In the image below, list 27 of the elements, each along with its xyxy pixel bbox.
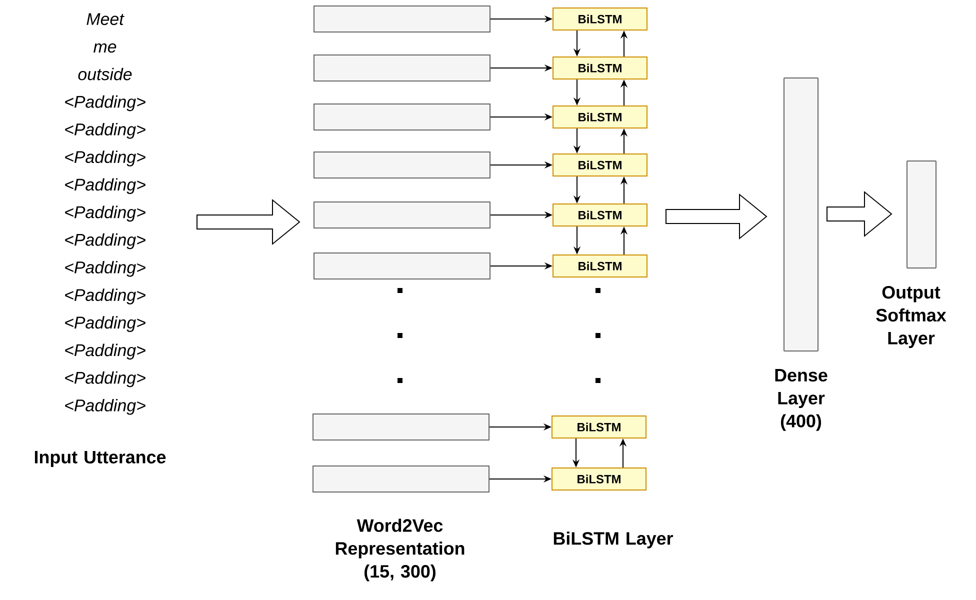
layer-bar — [906, 160, 936, 268]
embedding-box — [314, 6, 490, 32]
embedding-box — [314, 54, 490, 82]
word-list: Meet me outside <Padding> <Padding> <Padding> <Padding> <Padding> <Padding> <Padding> <Padding> <Padding> <Padding> <Padding> <Padding> — [65, 13, 146, 415]
layer-caption: Dense Layer (400) — [775, 369, 828, 431]
embedding-box — [314, 152, 490, 178]
hollow-arrow — [196, 198, 300, 246]
layer-caption: Input Utterance — [34, 450, 166, 468]
bilstm-box: BiLSTM — [552, 254, 648, 278]
bilstm-box: BiLSTM — [552, 154, 648, 176]
hollow-arrow — [666, 193, 768, 240]
bilstm-box: BiLSTM — [552, 8, 648, 30]
bilstm-box: BiLSTM — [552, 468, 646, 490]
embedding-box — [314, 252, 490, 280]
embedding-box — [314, 104, 490, 130]
layer-bar — [784, 78, 818, 352]
hollow-arrow — [826, 190, 892, 238]
column-caption: Word2Vec Representation (15, 300) — [336, 518, 464, 582]
layer-caption: Output Softmax Layer — [876, 286, 946, 348]
embedding-box — [312, 414, 490, 440]
embedding-box — [312, 466, 490, 492]
bilstm-box: BiLSTM — [552, 416, 646, 438]
bilstm-box: BiLSTM — [552, 56, 648, 80]
bilstm-box: BiLSTM — [552, 106, 648, 128]
bilstm-box: BiLSTM — [552, 204, 648, 226]
embedding-box — [314, 202, 490, 228]
column-caption: BiLSTM Layer — [554, 532, 673, 548]
